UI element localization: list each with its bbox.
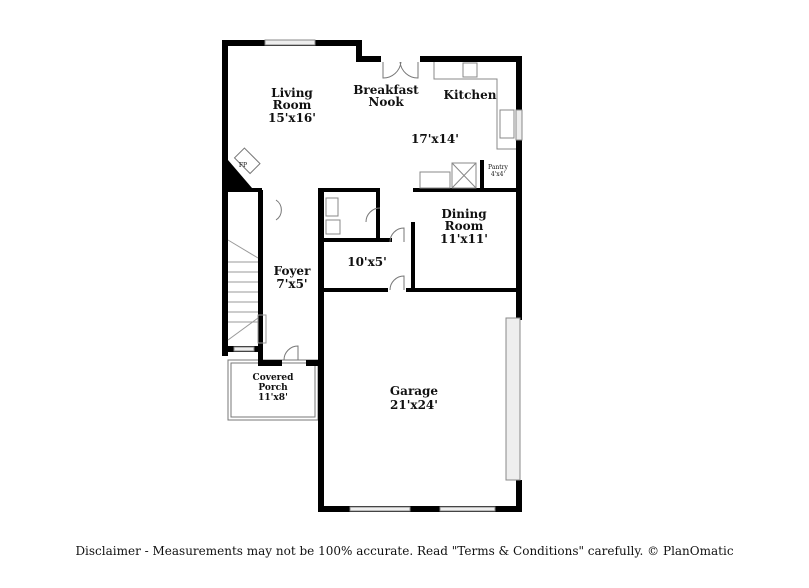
covered-porch-size: 11'x8' bbox=[258, 393, 288, 403]
pantry-size: 4'x4' bbox=[491, 171, 506, 178]
walls bbox=[222, 40, 522, 512]
kitchen-label: Kitchen bbox=[444, 88, 497, 102]
garage-label: Garage bbox=[390, 384, 439, 398]
breakfast-nook-label: Breakfast bbox=[353, 83, 419, 97]
covered-porch-label-2: Porch bbox=[258, 383, 288, 393]
windows bbox=[233, 39, 523, 512]
stairs bbox=[227, 239, 267, 344]
dining-room-size: 11'x11' bbox=[440, 232, 488, 246]
dining-room-label-2: Room bbox=[445, 219, 484, 233]
living-room-label-2: Room bbox=[273, 98, 312, 112]
doors bbox=[275, 61, 419, 361]
garage-size: 21'x24' bbox=[390, 398, 438, 412]
breakfast-nook-label-2: Nook bbox=[368, 95, 404, 109]
foyer-label: Foyer bbox=[274, 264, 311, 278]
living-room-size: 15'x16' bbox=[268, 111, 316, 125]
dining-room-label: Dining bbox=[441, 207, 487, 221]
foyer-size: 7'x5' bbox=[276, 277, 307, 291]
living-room-label: Living bbox=[271, 86, 313, 100]
fireplace bbox=[233, 147, 261, 175]
kitchen-size: 17'x14' bbox=[411, 132, 459, 146]
fireplace-label: FP bbox=[239, 162, 247, 169]
kitchen-counters bbox=[325, 62, 516, 235]
covered-porch-label: Covered bbox=[253, 373, 295, 383]
disclaimer-text: Disclaimer - Measurements may not be 100… bbox=[75, 544, 734, 558]
pantry-label: Pantry bbox=[488, 164, 508, 171]
hall-size: 10'x5' bbox=[347, 255, 387, 269]
